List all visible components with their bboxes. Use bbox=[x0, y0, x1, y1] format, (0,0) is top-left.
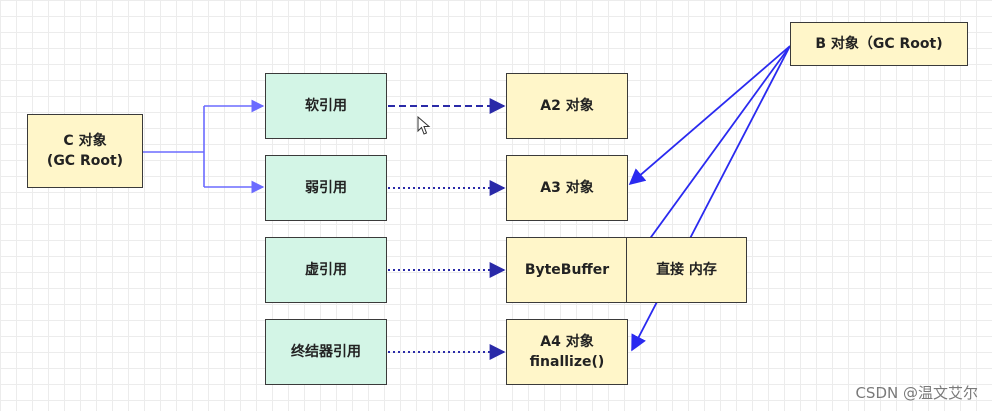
direct-memory-node: 直接 内存 bbox=[626, 237, 747, 303]
phantom-reference-node: 虚引用 bbox=[265, 237, 387, 303]
a4-object-label: A4 对象 finallize() bbox=[529, 334, 605, 370]
b-to-bytebuffer-arrow bbox=[629, 45, 791, 268]
a2-object-node: A2 对象 bbox=[506, 73, 628, 139]
finalizer-reference-label: 终结器引用 bbox=[291, 344, 361, 360]
a4-object-node: A4 对象 finallize() bbox=[506, 319, 628, 385]
c-object-label: C 对象 (GC Root) bbox=[46, 133, 124, 169]
bytebuffer-node: ByteBuffer bbox=[506, 237, 628, 303]
watermark-text: CSDN @温文艾尔 bbox=[855, 384, 978, 402]
weak-reference-label: 弱引用 bbox=[305, 180, 347, 196]
b-object-gc-root-node: B 对象（GC Root) bbox=[790, 22, 968, 66]
finalizer-reference-node: 终结器引用 bbox=[265, 319, 387, 385]
c-object-gc-root-node: C 对象 (GC Root) bbox=[27, 114, 143, 188]
b-to-a3-arrow bbox=[628, 45, 791, 186]
a3-object-label: A3 对象 bbox=[540, 180, 594, 196]
bytebuffer-label: ByteBuffer bbox=[524, 262, 610, 278]
soft-reference-label: 软引用 bbox=[305, 98, 347, 114]
a2-object-label: A2 对象 bbox=[540, 98, 594, 114]
mouse-cursor-icon bbox=[417, 116, 431, 135]
b-object-label: B 对象（GC Root) bbox=[815, 36, 943, 52]
weak-reference-node: 弱引用 bbox=[265, 155, 387, 221]
soft-reference-node: 软引用 bbox=[265, 73, 387, 139]
phantom-reference-label: 虚引用 bbox=[305, 262, 347, 278]
b-to-a4-arrow bbox=[631, 45, 791, 352]
direct-memory-label: 直接 内存 bbox=[656, 262, 717, 278]
a3-object-node: A3 对象 bbox=[506, 155, 628, 221]
